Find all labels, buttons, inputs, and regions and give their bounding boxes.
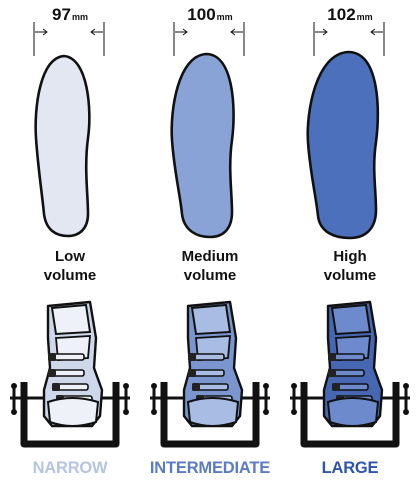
- footprint-low-volume: [33, 22, 105, 238]
- arrow-left-icon: [370, 28, 383, 36]
- arrow-right-icon: [175, 28, 188, 36]
- buckle-icon: [188, 369, 196, 377]
- width-unit: mm: [71, 12, 88, 22]
- buckle-strap: [193, 369, 225, 377]
- volume-label: High volume: [280, 247, 420, 285]
- large-column: 102mm High volume LARGE: [280, 0, 420, 492]
- buckle-icon: [48, 369, 56, 377]
- width-value: 102: [327, 5, 356, 24]
- boot-group: [290, 300, 410, 448]
- width-value: 100: [187, 5, 216, 24]
- volume-line-2: volume: [323, 267, 377, 284]
- buckle-icon: [192, 383, 200, 391]
- boot-cuff: [190, 303, 232, 336]
- boot-in-clamp-icon: [290, 300, 410, 448]
- width-measurement: 97mm: [0, 5, 140, 25]
- fit-label-narrow: NARROW: [32, 459, 108, 477]
- volume-line-1: Medium: [181, 248, 239, 265]
- buckle-strap: [197, 383, 229, 391]
- buckle-strap: [53, 369, 85, 377]
- buckle-icon: [332, 383, 340, 391]
- fit-label-intermediate: INTERMEDIATE: [149, 459, 271, 477]
- width-unit: mm: [216, 12, 233, 22]
- clamp-frame: [300, 382, 400, 448]
- volume-line-2: volume: [43, 267, 97, 284]
- narrow-column: 97mm Low volume NARROW: [0, 0, 140, 492]
- buckle-icon: [328, 369, 336, 377]
- footprint-medium-volume: [170, 22, 245, 239]
- volume-label: Medium volume: [140, 247, 280, 285]
- foot-outline: [306, 50, 380, 240]
- buckle-icon: [48, 353, 56, 361]
- width-measurement: 102mm: [280, 5, 420, 25]
- buckle-strap: [333, 369, 365, 377]
- volume-label: Low volume: [0, 247, 140, 285]
- arrow-left-icon: [90, 28, 103, 36]
- intermediate-column: 100mm Medium volume INTERMEDIATE: [140, 0, 280, 492]
- buckle-icon: [188, 353, 196, 361]
- boot-toe: [186, 397, 240, 427]
- boot-toe: [326, 397, 380, 427]
- clamp-frame: [20, 382, 120, 448]
- boot-in-clamp-icon: [150, 300, 270, 448]
- boot-cuff: [50, 303, 92, 336]
- arrow-right-icon: [315, 28, 328, 36]
- volume-line-1: High: [333, 248, 367, 265]
- buckle-strap: [193, 353, 225, 361]
- foot-outline: [170, 52, 235, 239]
- boot-group: [10, 300, 130, 448]
- volume-line-1: Low: [55, 248, 85, 265]
- buckle-icon: [328, 353, 336, 361]
- buckle-strap: [337, 383, 369, 391]
- volume-line-2: volume: [183, 267, 237, 284]
- fit-label-large: LARGE: [321, 459, 379, 477]
- foot-outline: [34, 54, 91, 238]
- buckle-icon: [52, 383, 60, 391]
- boot-in-clamp-icon: [10, 300, 130, 448]
- arrow-right-icon: [35, 28, 48, 36]
- boot-toe: [46, 397, 100, 427]
- width-measurement: 100mm: [140, 5, 280, 25]
- arrow-left-icon: [230, 28, 243, 36]
- boot-cuff: [330, 303, 372, 336]
- buckle-strap: [57, 383, 89, 391]
- clamp-frame: [160, 382, 260, 448]
- buckle-strap: [53, 353, 85, 361]
- footprint-high-volume: [306, 22, 385, 240]
- boot-group: [150, 300, 270, 448]
- width-value: 97: [52, 5, 71, 24]
- buckle-strap: [333, 353, 365, 361]
- width-unit: mm: [356, 12, 373, 22]
